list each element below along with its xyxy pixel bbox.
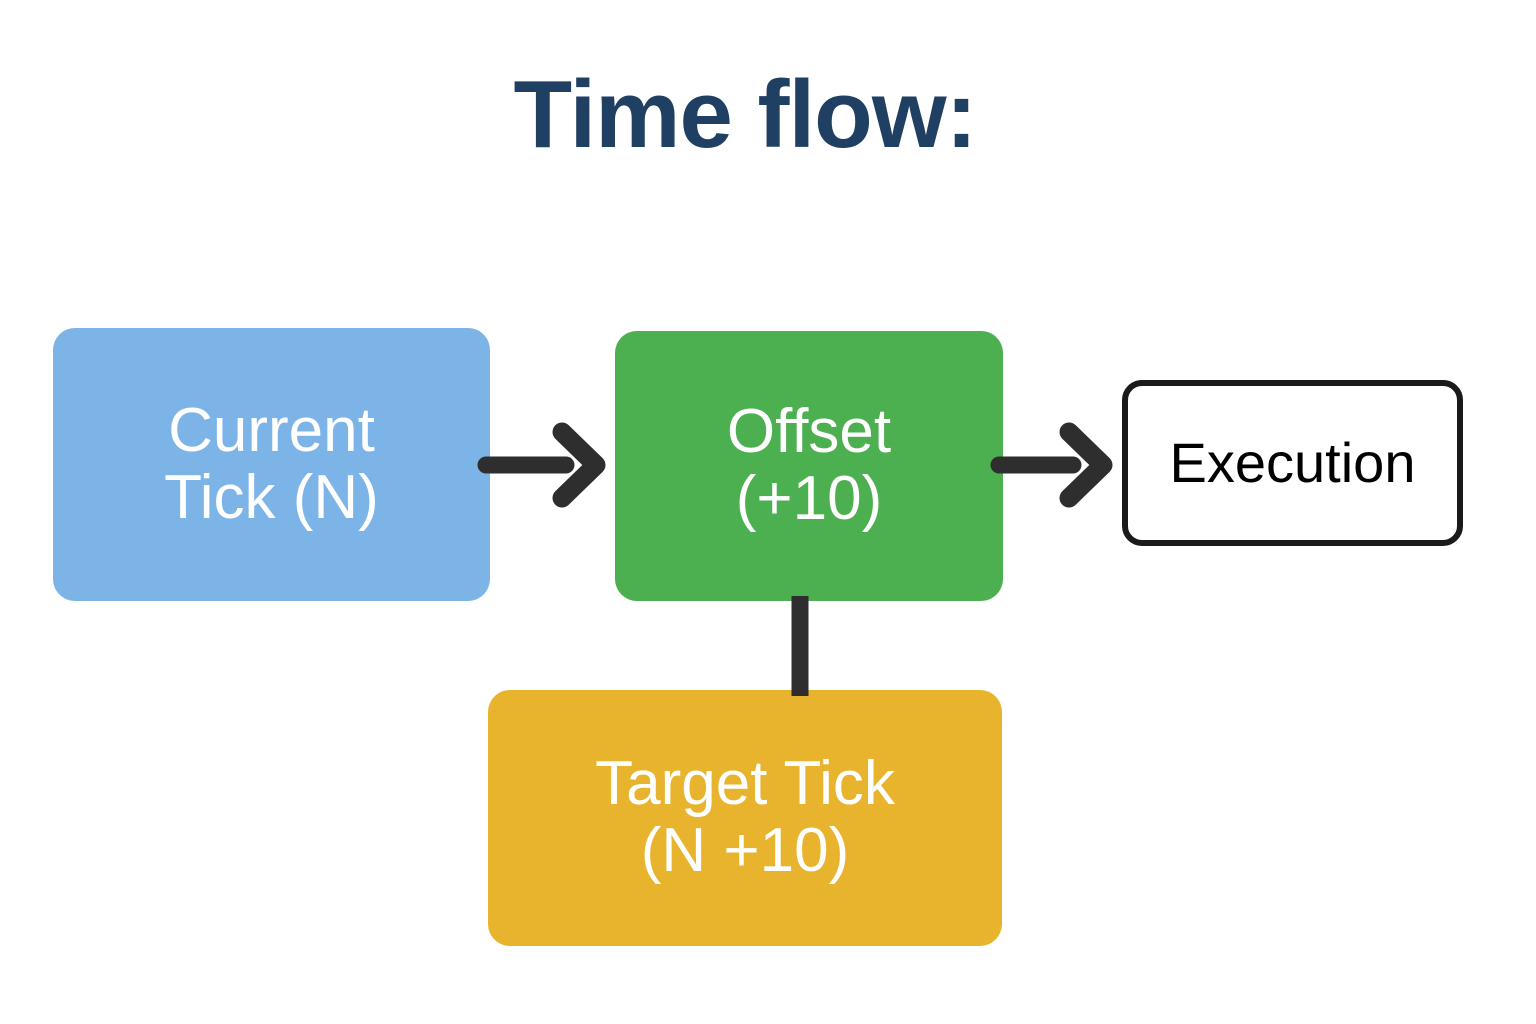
arrow-offset-to-execution-icon	[990, 422, 1113, 508]
connector-offset-to-target-tick	[791, 596, 809, 696]
page-title: Time flow:	[513, 61, 978, 168]
arrow-current-tick-to-offset-icon	[477, 422, 606, 508]
node-target-tick[interactable]: Target Tick (N +10)	[488, 690, 1002, 946]
node-offset[interactable]: Offset (+10)	[615, 331, 1003, 601]
node-current-tick[interactable]: Current Tick (N)	[53, 328, 490, 601]
node-execution[interactable]: Execution	[1122, 380, 1463, 546]
